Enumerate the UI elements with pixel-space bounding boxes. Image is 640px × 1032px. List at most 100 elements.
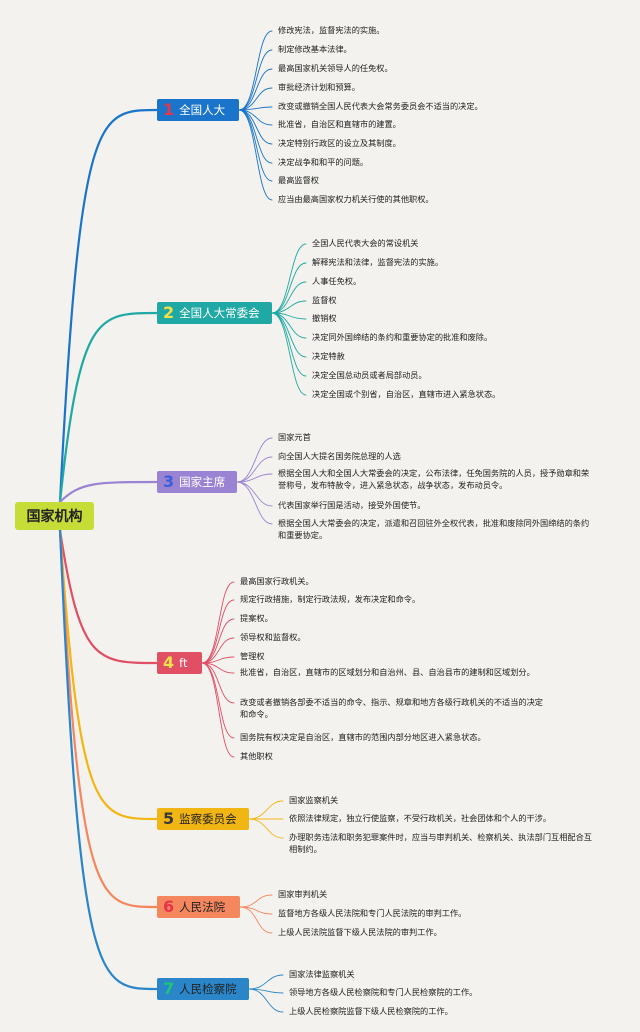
branch-number: 5 (163, 809, 175, 828)
leaf-connector (248, 988, 284, 1013)
leaf-connector (236, 437, 273, 483)
leaf-connector (201, 581, 235, 664)
leaf-item: 领导地方各级人民检察院和专门人民检察院的工作。 (289, 987, 478, 997)
leaf-connector (238, 109, 273, 201)
leaf-item: 决定特别行政区的设立及其制度。 (278, 138, 401, 148)
leaf-item: 依照法律规定，独立行使监察，不受行政机关，社会团体和个人的干涉。 (289, 813, 552, 823)
root-node: 国家机构 (15, 502, 94, 530)
leaf-item: 解释宪法和法律，监督宪法的实施。 (312, 257, 444, 267)
branch-number: 3 (163, 472, 175, 491)
leaf-item: 改变或者撤销各部委不适当的命令、指示、规章和地方各级行政机关的不适当的决定和命令… (240, 697, 543, 719)
leaf-connector (271, 300, 307, 314)
leaf-item: 最高国家机关领导人的任免权。 (278, 63, 393, 73)
leaf-connector (271, 281, 307, 314)
leaf-item: 领导权和监督权。 (240, 632, 306, 642)
leaf-connector (271, 243, 307, 314)
leaf-item: 改变或撤销全国人民代表大会常务委员会不适当的决定。 (278, 101, 483, 111)
leaf-item: 决定全国或个别省，自治区，直辖市进入紧急状态。 (312, 389, 501, 399)
branch-label: 全国人大 (179, 103, 226, 117)
branch-number: 4 (163, 653, 175, 672)
branch-connector (58, 528, 159, 665)
leaf-item: 制定修改基本法律。 (278, 44, 352, 54)
leaf-connector (238, 30, 273, 111)
leaf-connector (239, 894, 273, 908)
leaf-item: 最高监督权 (278, 175, 319, 185)
leaf-item: 国务院有权决定是自治区，直辖市的范围内部分地区进入紧急状态。 (240, 732, 486, 742)
leaf-item: 国家监察机关 (289, 795, 339, 805)
leaf-item: 根据全国人大和全国人大常委会的决定，公布法律，任免国务院的人员，授予勋章和荣誉称… (278, 468, 590, 490)
branch-label: 国家主席 (179, 475, 226, 489)
branch-label: 人民检察院 (179, 982, 237, 996)
leaf-connector (271, 312, 307, 377)
leaf-item: 国家元首 (278, 432, 311, 442)
branch-connector (58, 528, 159, 821)
branch-node: 2 全国人大常委会 (157, 302, 272, 324)
branch-number: 7 (163, 979, 175, 998)
branch-label: ft (179, 656, 188, 670)
leaf-item: 决定全国总动员或者局部动员。 (312, 370, 427, 380)
leaf-connector (238, 87, 273, 111)
leaf-item: 审批经济计划和预算。 (278, 82, 360, 92)
leaf-item: 管理权 (240, 651, 265, 661)
branch-node: 4 ft (157, 652, 202, 674)
branch-number: 2 (163, 303, 175, 322)
branch-connector (58, 108, 159, 504)
leaf-connector (201, 618, 235, 664)
branch-node: 7 人民检察院 (157, 978, 249, 1000)
leaf-item: 批准省，自治区，直辖市的区域划分和自治州、县、自治县市的建制和区域划分。 (240, 667, 535, 677)
leaf-item: 上级人民检察院监督下级人民检察院的工作。 (289, 1006, 453, 1016)
leaf-item: 人事任免权。 (312, 276, 362, 286)
leaf-item: 应当由最高国家权力机关行使的其他职权。 (278, 194, 434, 204)
leaf-connector (248, 800, 284, 820)
branch-node: 5 监察委员会 (157, 808, 249, 830)
leaf-connector (238, 49, 273, 111)
leaf-item: 规定行政措施，制定行政法规，发布决定和命令。 (240, 594, 421, 604)
leaf-connector (271, 262, 307, 314)
branch-number: 6 (163, 897, 175, 916)
branch-node: 3 国家主席 (157, 471, 237, 493)
branch-connector (58, 528, 159, 991)
branch-connector (58, 528, 159, 909)
branch-connector (58, 311, 159, 504)
branch-label: 全国人大常委会 (179, 306, 260, 320)
leaf-item: 监督地方各级人民法院和专门人民法院的审判工作。 (278, 908, 467, 918)
leaf-item: 最高国家行政机关。 (240, 576, 314, 586)
leaf-item: 代表国家举行国是活动，接受外国使节。 (278, 500, 426, 510)
leaf-connector (239, 906, 273, 934)
leaf-item: 国家法律监察机关 (289, 969, 355, 979)
branch-number: 1 (163, 100, 175, 119)
leaf-connector (271, 312, 307, 396)
leaf-item: 撤销权 (312, 313, 337, 323)
leaf-connector (248, 818, 284, 839)
leaf-connector (236, 473, 273, 483)
leaf-connector (238, 109, 273, 182)
leaf-item: 提案权。 (240, 613, 273, 623)
leaf-item: 办理职务违法和职务犯罪案件时，应当与审判机关、检察机关、执法部门互相配合互相制约… (289, 832, 592, 854)
branch-connector (58, 480, 159, 504)
leaf-item: 决定战争和和平的问题。 (278, 157, 369, 167)
leaf-item: 决定特赦 (312, 351, 345, 361)
leaf-connector (238, 109, 273, 164)
leaf-item: 修改宪法，监督宪法的实施。 (278, 25, 385, 35)
leaf-item: 批准省，自治区和直辖市的建置。 (278, 119, 401, 129)
branch-label: 人民法院 (179, 900, 226, 914)
leaf-item: 其他职权 (240, 751, 273, 761)
leaf-item: 国家审判机关 (278, 889, 328, 899)
leaf-item: 向全国人大提名国务院总理的人选 (278, 451, 401, 461)
branch-node: 1 全国人大 (157, 99, 239, 121)
leaf-item: 全国人民代表大会的常设机关 (312, 238, 419, 248)
leaf-connector (236, 456, 273, 483)
leaf-connector (201, 637, 235, 664)
leaf-connector (236, 481, 273, 525)
leaf-connector (201, 662, 235, 704)
leaf-connector (201, 662, 235, 758)
leaf-connector (201, 662, 235, 739)
branch-label: 监察委员会 (179, 812, 237, 826)
leaf-connector (238, 109, 273, 145)
leaf-item: 决定同外国缔结的条约和重要协定的批准和废除。 (312, 332, 493, 342)
leaf-item: 上级人民法院监督下级人民法院的审判工作。 (278, 927, 442, 937)
leaf-item: 根据全国人大常委会的决定，派遣和召回驻外全权代表，批准和废除同外国缔结的条约和重… (278, 518, 590, 540)
leaf-connector (238, 68, 273, 111)
branch-node: 6 人民法院 (157, 896, 240, 918)
